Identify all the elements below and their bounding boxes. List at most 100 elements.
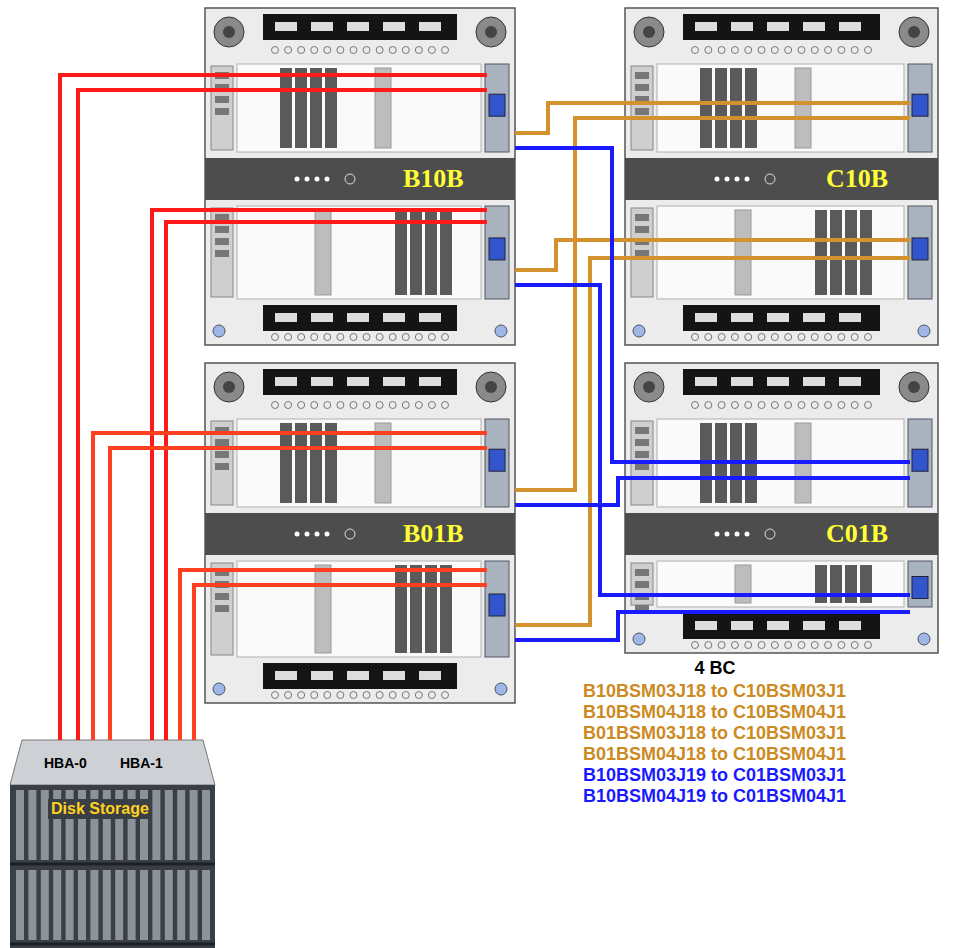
indicator [718,47,725,54]
bar-port [839,22,861,31]
indicator [798,47,805,54]
cable-run [625,610,910,614]
cable-run [625,593,910,597]
drive-bay [140,870,148,940]
storage-top [10,740,215,785]
indicator [285,47,292,54]
control-bar [263,14,457,40]
indicator [851,47,858,54]
drive-bay [202,790,210,860]
indicator [838,642,845,649]
bar-port [275,313,297,322]
fan [476,17,506,47]
blade-chassis: B01B [205,363,515,703]
band-led [745,177,750,182]
vga-port [912,94,928,116]
indicator [758,47,765,54]
indicator [811,402,818,409]
port [635,451,649,458]
switch-module [908,64,932,152]
indicator [428,47,435,54]
blade-chassis: C01B [625,363,938,653]
indicator [692,334,699,341]
fan-hub [643,26,655,38]
unit-divider [10,943,215,946]
indicator [851,334,858,341]
indicator [363,402,370,409]
switch-module [485,561,509,657]
band-led [315,177,320,182]
indicator [324,47,331,54]
indicator [272,692,279,699]
cable-run [205,446,487,450]
cable-run [205,568,487,572]
blade-slot [425,565,437,653]
indicator [731,47,738,54]
indicator [718,334,725,341]
port [635,427,649,434]
port [215,226,229,233]
cable [60,75,205,740]
port [215,108,229,115]
io-module [211,563,233,655]
blade-panel [657,64,904,152]
cable-list-line: B01BSM03J18 to C10BSM03J1 [583,723,846,744]
blade-panel [237,206,481,299]
fan-hub [908,381,920,393]
io-module [211,66,233,150]
cable-list-line: B10BSM03J19 to C01BSM03J1 [583,765,846,786]
indicator [298,334,305,341]
indicator [811,642,818,649]
indicator [298,692,305,699]
drive-bay [16,870,24,940]
indicator [825,642,832,649]
corner-knob [633,633,645,645]
indicator [402,402,409,409]
vga-port [912,238,928,260]
port [635,250,649,257]
band-led [325,177,330,182]
indicator [376,47,383,54]
chassis-body [205,363,515,703]
indicator [311,692,318,699]
cable [110,448,205,740]
blade-slot [730,68,742,148]
fan-hub [908,26,920,38]
indicator [402,47,409,54]
indicator [324,402,331,409]
port [635,439,649,446]
indicator [428,402,435,409]
port [215,250,229,257]
indicator [337,47,344,54]
band-led [295,532,300,537]
switch-module [908,561,932,607]
bar-port [731,621,753,630]
port [635,108,649,115]
indicator [442,334,449,341]
blade-slot [440,565,452,653]
corner-knob [918,325,930,337]
band-ring [345,529,355,539]
indicator [745,642,752,649]
fan-hub [223,381,235,393]
switch-module [485,419,509,507]
switch-module [908,419,932,507]
band-led [715,532,720,537]
indicator [363,334,370,341]
bar-port [803,313,825,322]
indicator [718,642,725,649]
bar-port [383,22,405,31]
drive-bay [103,870,111,940]
indicator [811,47,818,54]
port [635,84,649,91]
indicator [731,642,738,649]
bar-port [731,22,753,31]
cable [515,478,625,505]
band-led [305,532,310,537]
control-bar [683,613,880,639]
blade-slot [830,565,842,603]
indicator [785,642,792,649]
indicator [376,402,383,409]
indicator [838,402,845,409]
drive-bay [41,870,49,940]
